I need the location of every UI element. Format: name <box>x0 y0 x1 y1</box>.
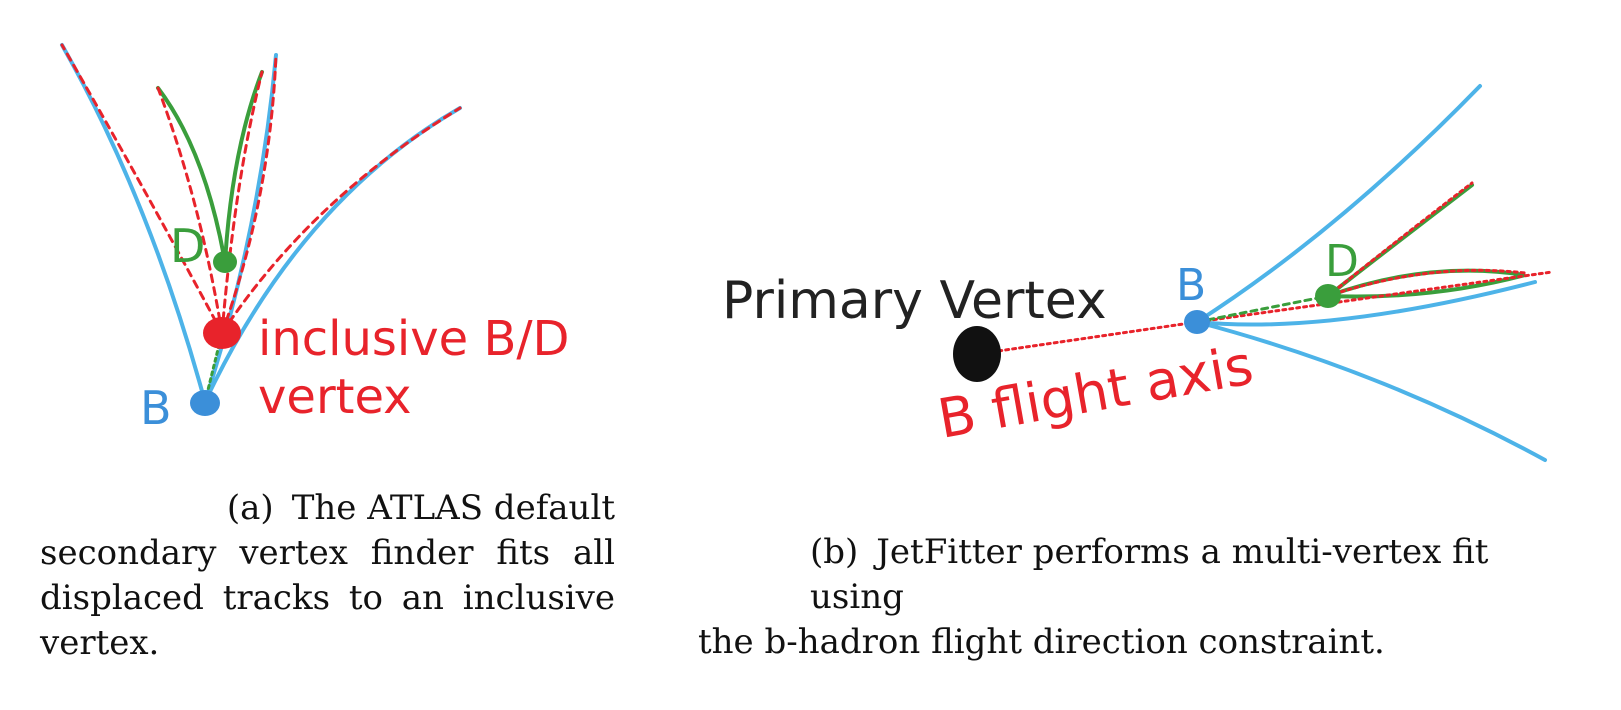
inclusive-vertex <box>203 317 241 349</box>
fitted-track <box>156 86 224 335</box>
caption-b-tag: (b) <box>810 532 859 572</box>
fitted-track <box>60 43 224 335</box>
fitted-track <box>220 53 278 335</box>
caption-b-first-line: (b)JetFitter performs a multi-vertex fit… <box>698 530 1568 620</box>
green-track <box>223 70 264 264</box>
blue-track <box>60 43 207 404</box>
d-label: D <box>170 219 205 273</box>
caption-b-rest: the b-hadron flight direction constraint… <box>698 622 1385 662</box>
blue-track <box>203 53 278 404</box>
blue-track <box>1195 280 1537 327</box>
primary-vertex <box>953 326 1001 382</box>
green-track <box>156 86 227 264</box>
inclusive-label: inclusive B/D <box>258 311 570 367</box>
b-to-d-link <box>1195 294 1330 324</box>
fitted-track <box>220 106 462 335</box>
fitted-track <box>220 70 264 335</box>
caption-a-first-line: (a) The ATLAS default <box>40 486 615 531</box>
d-label: D <box>1325 236 1359 287</box>
caption-a-tag: (a) <box>226 488 274 528</box>
blue-track <box>1195 320 1547 462</box>
b-label: B <box>140 381 172 435</box>
primary-vertex-label: Primary Vertex <box>722 271 1107 331</box>
inclusive-vertex-diagram: D B inclusive B/D vertex <box>60 43 570 435</box>
caption-a-rest: secondary vertex finder fits all displac… <box>40 533 615 663</box>
caption-b-first-text: JetFitter performs a multi-vertex fit us… <box>810 532 1489 617</box>
vertex-label: vertex <box>258 369 412 425</box>
b-label: B <box>1176 260 1206 311</box>
jetfitter-diagram: Primary Vertex B D B flight axis <box>722 84 1554 462</box>
fitted-track <box>1326 181 1474 298</box>
blue-track <box>1195 84 1482 324</box>
d-vertex <box>1315 284 1341 308</box>
caption-a: (a) The ATLAS default secondary vertex fi… <box>40 486 615 666</box>
fitted-track <box>1326 268 1527 298</box>
caption-a-first-text: The ATLAS default <box>291 488 615 528</box>
caption-b: (b)JetFitter performs a multi-vertex fit… <box>698 530 1568 665</box>
b-vertex <box>190 390 220 416</box>
b-vertex <box>1184 310 1210 334</box>
d-vertex <box>213 251 237 273</box>
